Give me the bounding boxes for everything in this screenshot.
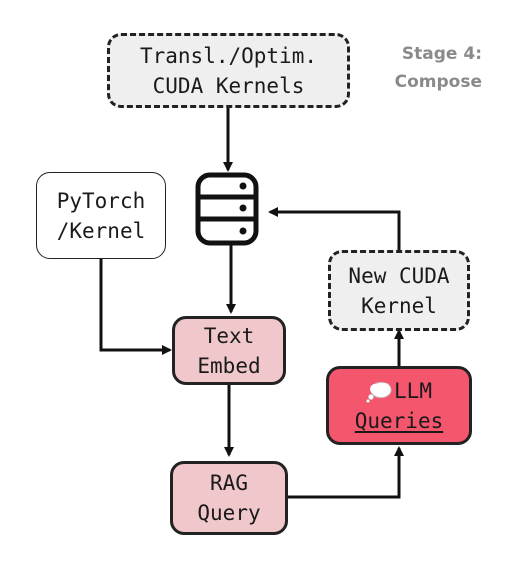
pytorch-line1: PyTorch <box>56 188 146 213</box>
arrow-rag-to-llm <box>288 446 404 499</box>
text-embed-line2: Embed <box>197 353 261 378</box>
database-icon <box>195 172 259 246</box>
arrow-pytorch-to-embed <box>99 259 172 355</box>
stage-label: Stage 4: Compose <box>372 40 482 96</box>
new-cuda-line1: New CUDA <box>348 263 450 288</box>
pytorch-node: PyTorch /Kernel <box>36 172 166 259</box>
rag-line2: Query <box>197 501 261 525</box>
text-embed-node: Text Embed <box>172 316 286 385</box>
new-cuda-node: New CUDA Kernel <box>328 250 470 331</box>
stage-label-line1: Stage 4: <box>401 44 482 64</box>
llm-label: LLM <box>394 378 432 403</box>
llm-line2: Queries <box>354 408 444 433</box>
rag-line1: RAG <box>210 471 248 495</box>
stage-label-line2: Compose <box>394 72 482 92</box>
kernels-store-line1: Transl./Optim. <box>139 43 317 68</box>
rag-query-node: RAG Query <box>170 461 288 535</box>
llm-line1: LLM <box>366 376 432 406</box>
new-cuda-line2: Kernel <box>361 293 437 318</box>
kernels-store-node: Transl./Optim. CUDA Kernels <box>107 33 350 108</box>
arrow-newcuda-to-db <box>268 207 401 250</box>
kernels-store-line2: CUDA Kernels <box>152 73 305 98</box>
text-embed-line1: Text <box>203 323 255 348</box>
pytorch-line2: /Kernel <box>56 218 146 243</box>
llm-queries-node: LLM Queries <box>326 366 472 445</box>
thought-bubble-icon <box>366 381 392 403</box>
